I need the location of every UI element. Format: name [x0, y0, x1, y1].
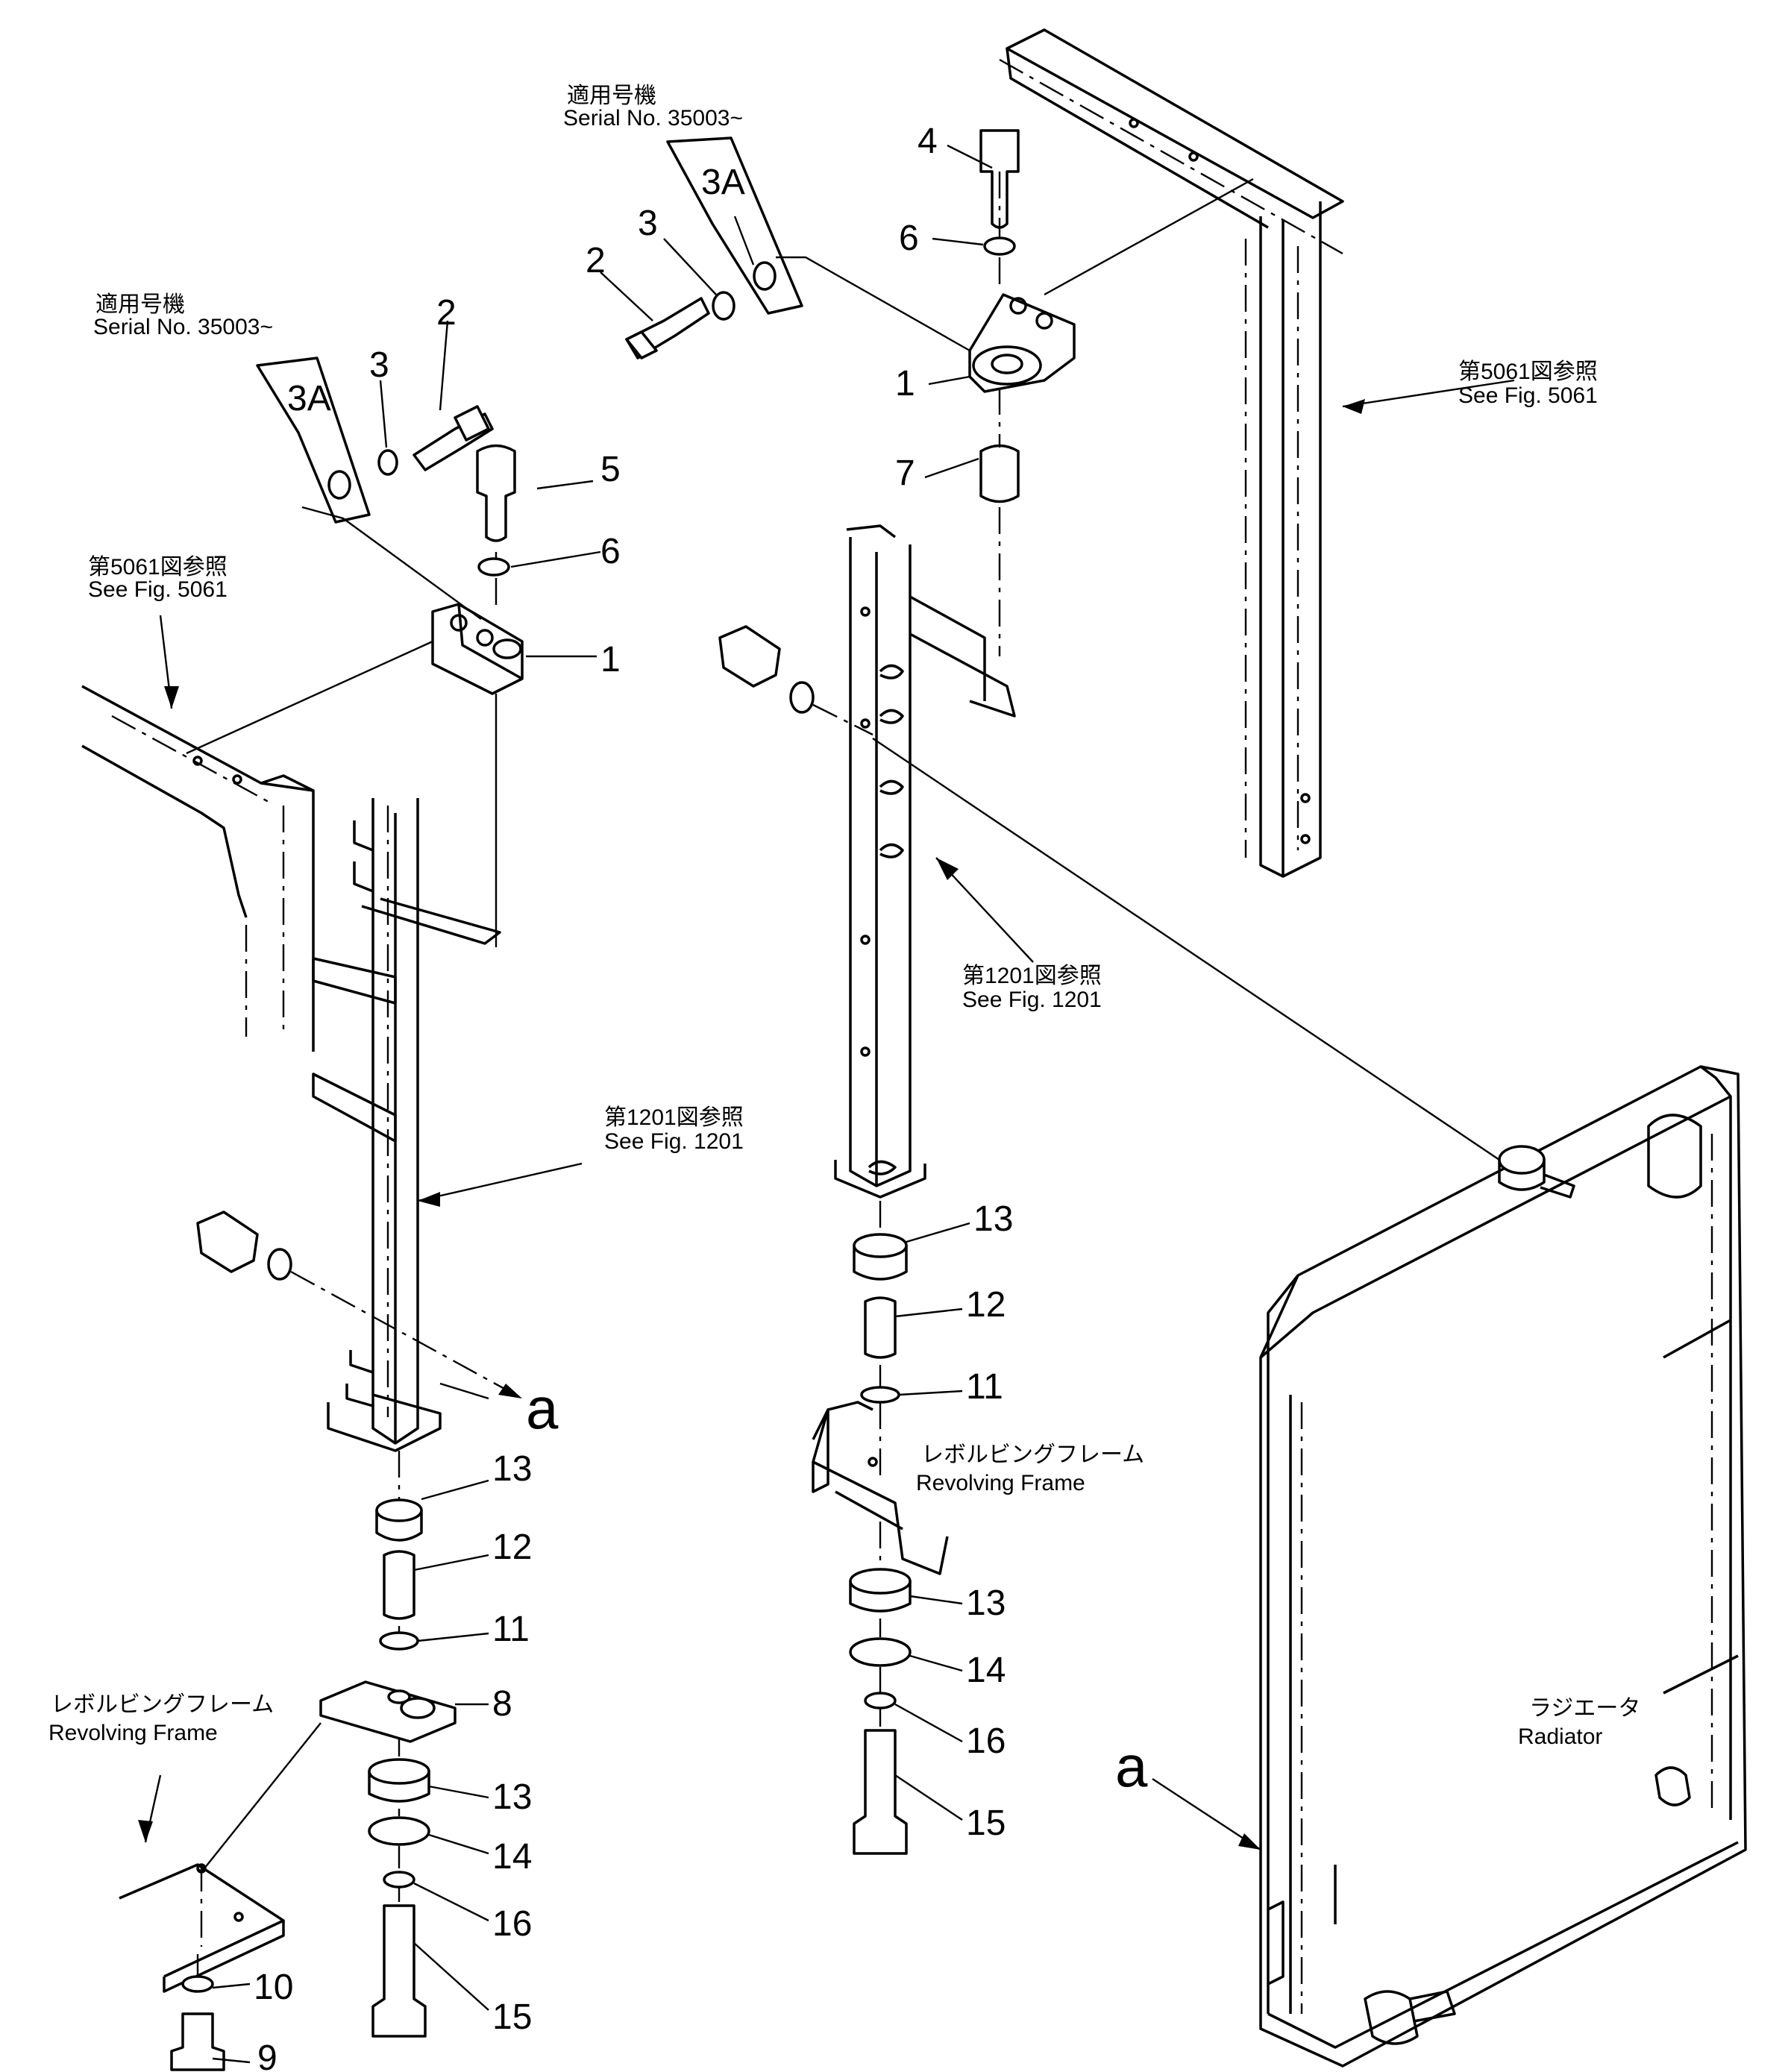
fig5061-ja-left: 第5061図参照: [88, 555, 228, 580]
radiator-body: [1259, 1065, 1747, 2068]
part-6-washer-left: [477, 557, 510, 577]
part-3-washer-top: [712, 291, 735, 321]
callout-10: 10: [254, 1968, 293, 2007]
part-3a-plate-top: [666, 136, 803, 315]
left-support-column: [312, 798, 501, 1452]
assembly-lines: [186, 172, 1500, 1977]
part-3-washer-left: [377, 449, 398, 476]
fig5061-en-left: See Fig. 5061: [88, 577, 228, 602]
radiator-label-ja: ラジエータ: [1529, 1696, 1640, 1721]
part-1-bracket-top: [968, 293, 1076, 393]
callout-13-left-upper: 13: [492, 1449, 532, 1489]
fig1201-ja-left: 第1201図参照: [604, 1105, 744, 1130]
callout-4: 4: [918, 122, 938, 161]
callout-leaders: [144, 144, 1515, 2064]
callout-2-top: 2: [586, 241, 606, 280]
callout-3a-top: 3A: [701, 163, 745, 202]
callout-11-left: 11: [492, 1610, 530, 1649]
callout-13-middle-lower: 13: [966, 1583, 1006, 1623]
callout-3a-left: 3A: [287, 379, 331, 418]
revolving-frame-en-middle: Revolving Frame: [916, 1471, 1085, 1495]
part-2-bolt-top: [625, 297, 710, 360]
part-3a-plate-left: [256, 357, 371, 524]
lower-middle-stack: [849, 1233, 912, 1855]
fig1201-ja-middle: 第1201図参照: [962, 964, 1102, 988]
revolving-frame-middle: [812, 1401, 949, 1575]
callout-15-middle: 15: [966, 1803, 1006, 1843]
callout-2-left: 2: [436, 293, 457, 333]
callout-8: 8: [492, 1684, 512, 1724]
text-labels: 適用号機 Serial No. 35003~ 適用号機 Serial No. 3…: [48, 84, 1640, 1799]
callout-3-top: 3: [638, 204, 658, 243]
callout-14-middle: 14: [966, 1651, 1006, 1690]
lower-left-stack: [170, 1498, 457, 2071]
middle-support-column: [834, 524, 1016, 1199]
fig5061-en-right: See Fig. 5061: [1458, 383, 1598, 408]
callout-9: 9: [257, 2038, 277, 2072]
fig1201-en-middle: See Fig. 1201: [962, 988, 1102, 1012]
part-2-bolt-left: [413, 405, 494, 471]
serial-note-ja-top: 適用号機: [567, 84, 656, 108]
callout-13-middle-upper: 13: [973, 1199, 1013, 1239]
callout-1-top: 1: [895, 364, 915, 404]
callout-6-left: 6: [600, 532, 621, 571]
fig5061-ja-right: 第5061図参照: [1458, 360, 1598, 384]
revolving-frame-ja-middle: レボルビングフレーム: [921, 1442, 1144, 1467]
callout-3-left: 3: [369, 345, 389, 385]
connector-a-left: a: [526, 1375, 559, 1441]
serial-note-ja-left: 適用号機: [95, 292, 185, 317]
serial-note-en-top: Serial No. 35003~: [563, 106, 743, 131]
side-bolt-left: [196, 1211, 292, 1281]
revolving-frame-left: [119, 1863, 285, 1993]
revolving-frame-en-left: Revolving Frame: [48, 1721, 218, 1745]
serial-note-en-left: Serial No. 35003~: [93, 315, 273, 339]
callout-12-middle: 12: [966, 1285, 1006, 1325]
radiator-label-en: Radiator: [1518, 1724, 1602, 1749]
part-number-callouts: 4 6 1 7 3A 3 2 3A 3 2 5 6 1 13 12 11 8 1…: [254, 122, 1013, 2072]
callout-16-middle: 16: [966, 1721, 1006, 1761]
arrow-heads: [138, 399, 1365, 1850]
callout-1-left: 1: [600, 640, 621, 679]
upper-frame-left: [81, 685, 315, 1052]
callout-12-left: 12: [492, 1528, 532, 1567]
callout-16-left: 16: [492, 1904, 532, 1944]
revolving-frame-ja-left: レボルビングフレーム: [51, 1692, 274, 1717]
side-bolt-middle: [718, 625, 815, 714]
callout-15-left: 15: [492, 1997, 532, 2037]
callout-6-top: 6: [899, 219, 919, 258]
connector-a-radiator: a: [1115, 1733, 1148, 1799]
callout-13-left-lower: 13: [492, 1777, 532, 1817]
fig1201-en-left: See Fig. 1201: [604, 1129, 744, 1154]
part-7-spacer: [979, 444, 1020, 503]
callout-5: 5: [600, 450, 621, 489]
callout-7: 7: [895, 453, 915, 493]
part-1-bracket-left: [431, 603, 524, 695]
callout-11-middle: 11: [966, 1367, 1003, 1407]
callout-14-left: 14: [492, 1837, 532, 1877]
part-5-bolt: [476, 444, 516, 542]
upper-frame-right: [999, 28, 1344, 878]
part-6-washer-top: [983, 236, 1016, 256]
